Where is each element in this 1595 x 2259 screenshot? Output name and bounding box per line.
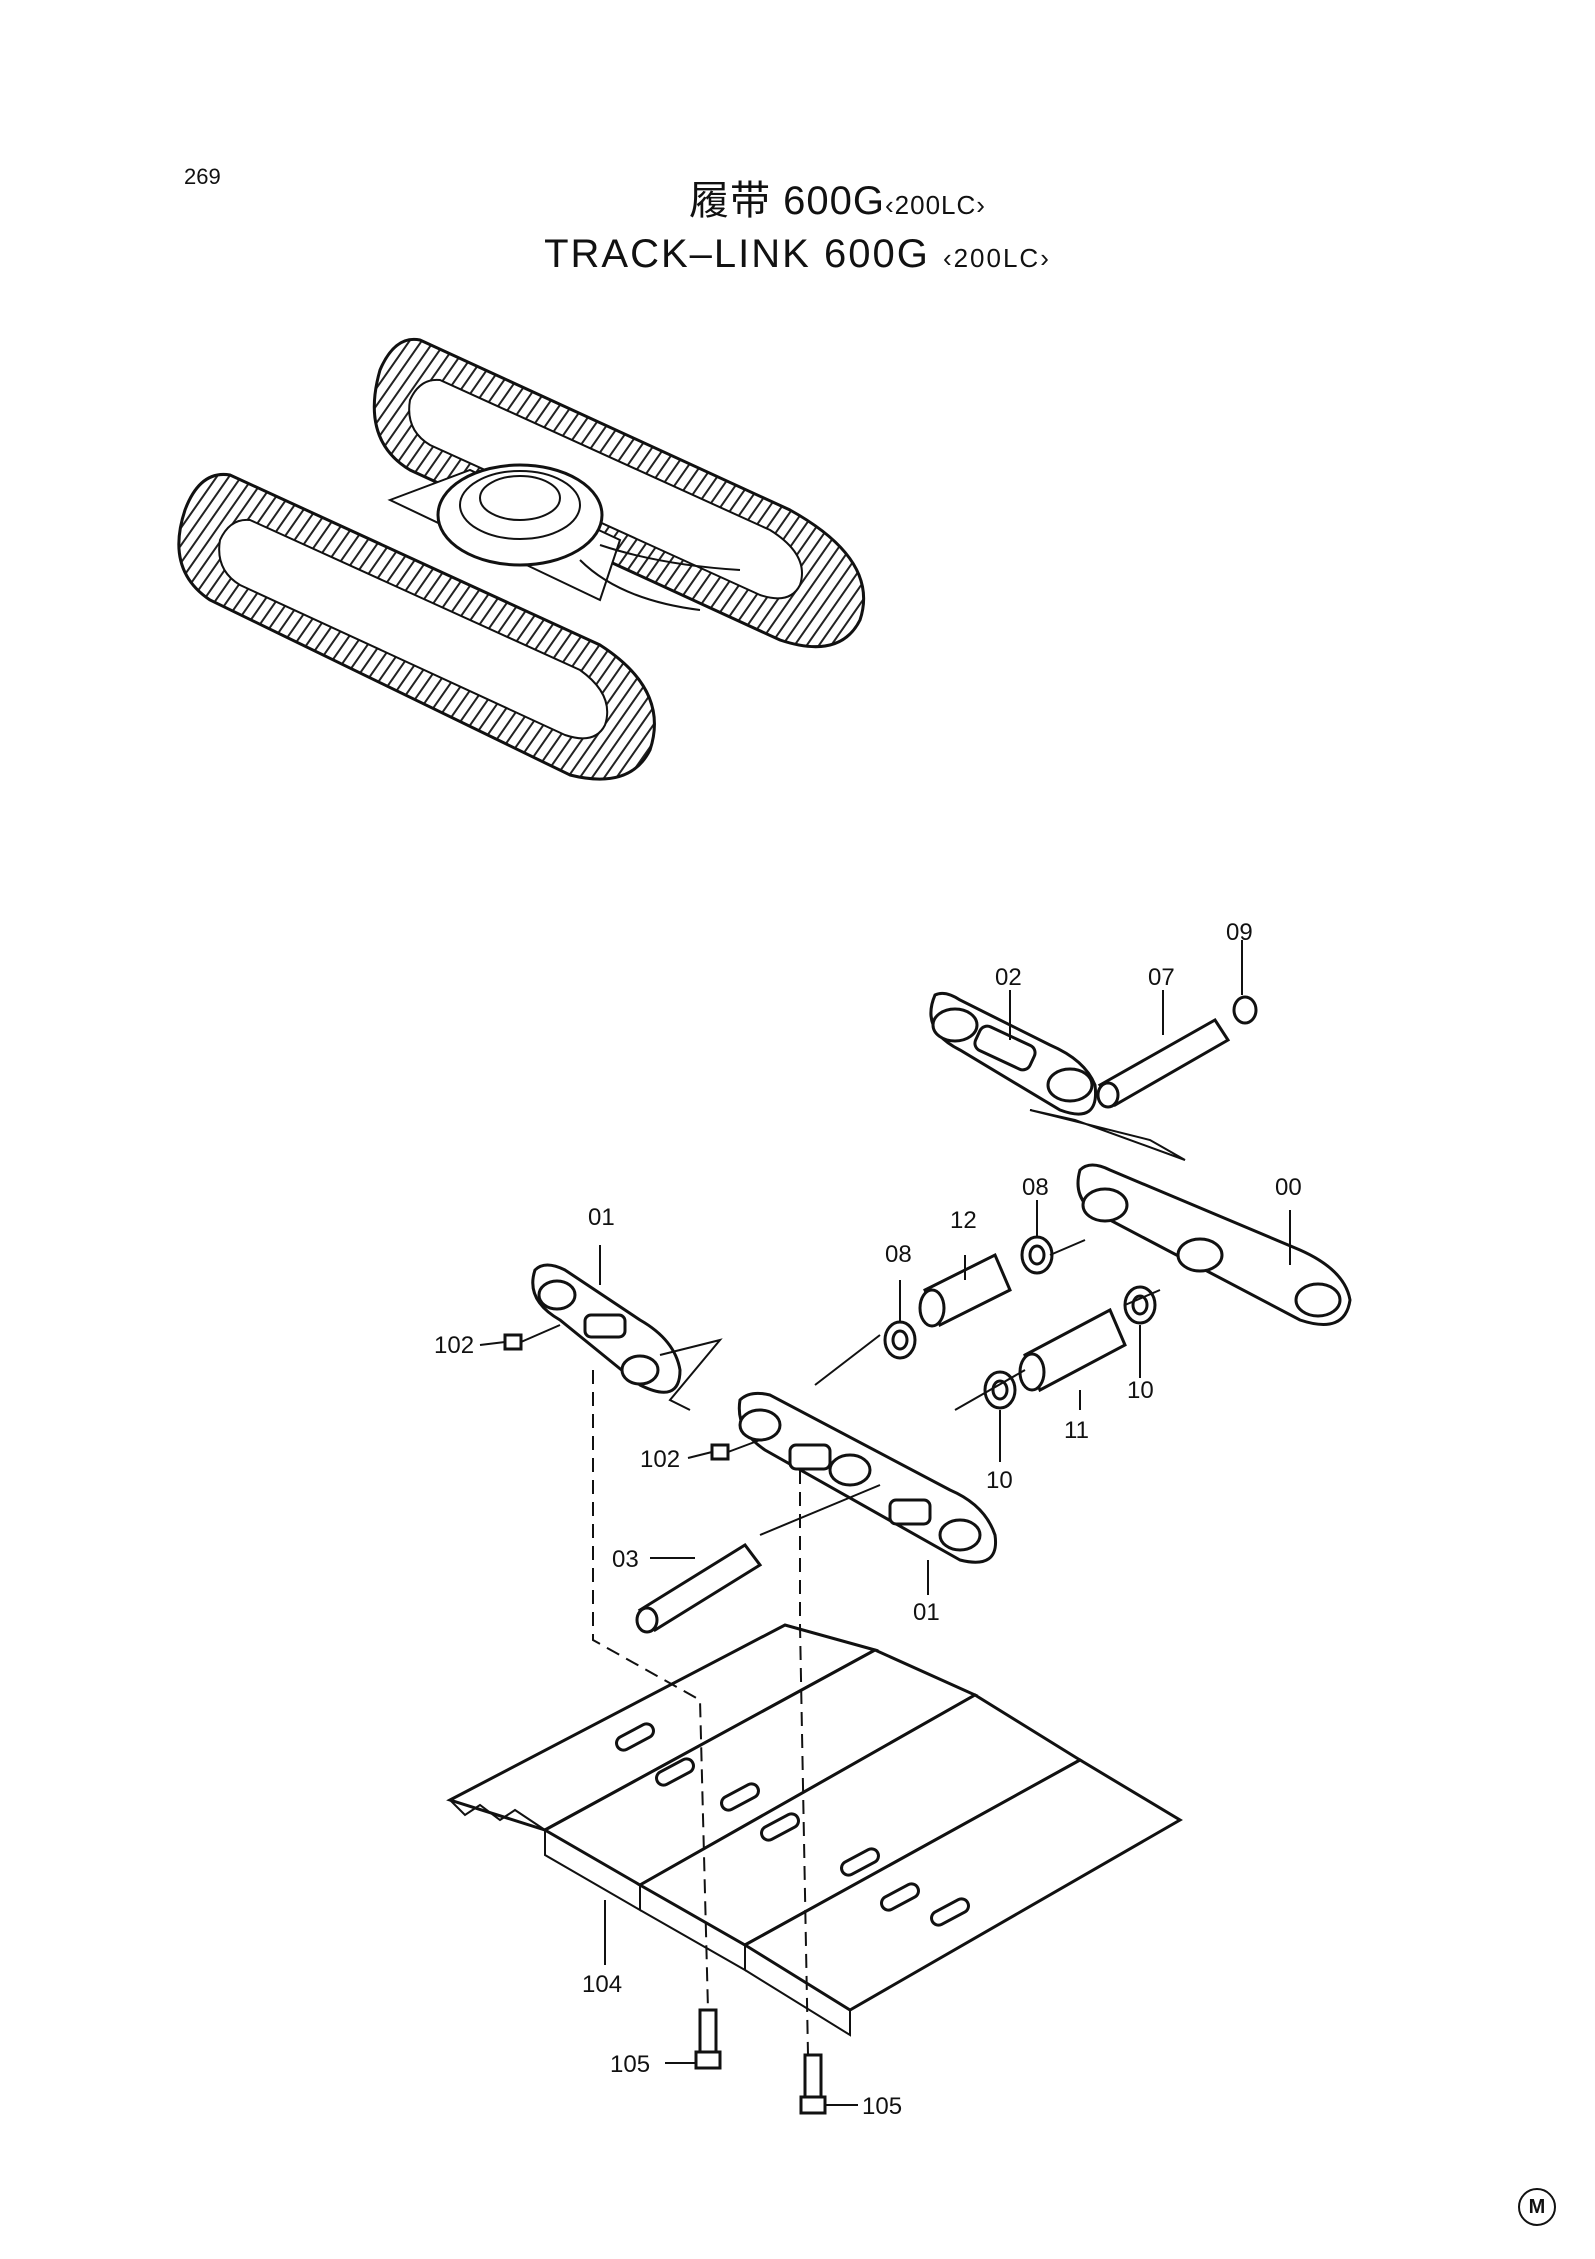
label-10-left: 10 <box>986 1467 1013 1494</box>
label-00: 00 <box>1275 1174 1302 1201</box>
track-link-01-left <box>531 1263 682 1394</box>
label-03: 03 <box>612 1546 639 1573</box>
label-08-upper: 08 <box>1022 1174 1049 1201</box>
bolt-105-left <box>694 2008 722 2070</box>
bolt-105-right <box>799 2053 827 2115</box>
label-12: 12 <box>950 1207 977 1234</box>
title-chinese: 履带 600G‹200LC› <box>0 168 1595 226</box>
label-10-right: 10 <box>1127 1377 1154 1404</box>
label-104: 104 <box>582 1971 622 1998</box>
guide-line-left <box>592 1370 709 2011</box>
label-08-lower: 08 <box>885 1241 912 1268</box>
page-number: 269 <box>184 164 221 189</box>
label-105-right: 105 <box>862 2093 902 2120</box>
label-102-upper: 102 <box>434 1332 474 1359</box>
label-102-lower: 102 <box>640 1446 680 1473</box>
title-english-main: TRACK–LINK 600G <box>544 232 930 276</box>
nut-102-upper <box>503 1333 523 1351</box>
track-link-01-lower <box>737 1391 998 1564</box>
guide-line-right <box>799 1470 809 2056</box>
track-link-02 <box>929 991 1098 1116</box>
pin-03 <box>635 1543 763 1634</box>
title-chinese-suffix: ‹200LC› <box>885 190 986 220</box>
bushing-11 <box>1018 1307 1127 1393</box>
label-11: 11 <box>1064 1417 1089 1444</box>
title-english: TRACK–LINK 600G ‹200LC› <box>0 232 1595 277</box>
label-105-left: 105 <box>610 2051 650 2078</box>
label-02: 02 <box>995 964 1022 991</box>
bushing-12 <box>918 1252 1012 1328</box>
label-01-lower: 01 <box>913 1599 940 1626</box>
undercarriage-overview-illustration <box>177 337 866 781</box>
snap-ring-09 <box>1232 995 1258 1025</box>
label-09: 09 <box>1226 919 1253 946</box>
pin-07 <box>1096 1018 1231 1109</box>
title-chinese-main: 履带 600G <box>689 179 886 223</box>
track-shoe-plates-104 <box>446 1623 1183 2037</box>
track-link-00 <box>1076 1163 1352 1326</box>
nut-102-lower <box>710 1443 730 1461</box>
title-english-suffix: ‹200LC› <box>942 243 1051 273</box>
label-07: 07 <box>1148 964 1175 991</box>
label-01-upper: 01 <box>588 1204 615 1231</box>
manufacturer-mark: M <box>1518 2188 1556 2226</box>
